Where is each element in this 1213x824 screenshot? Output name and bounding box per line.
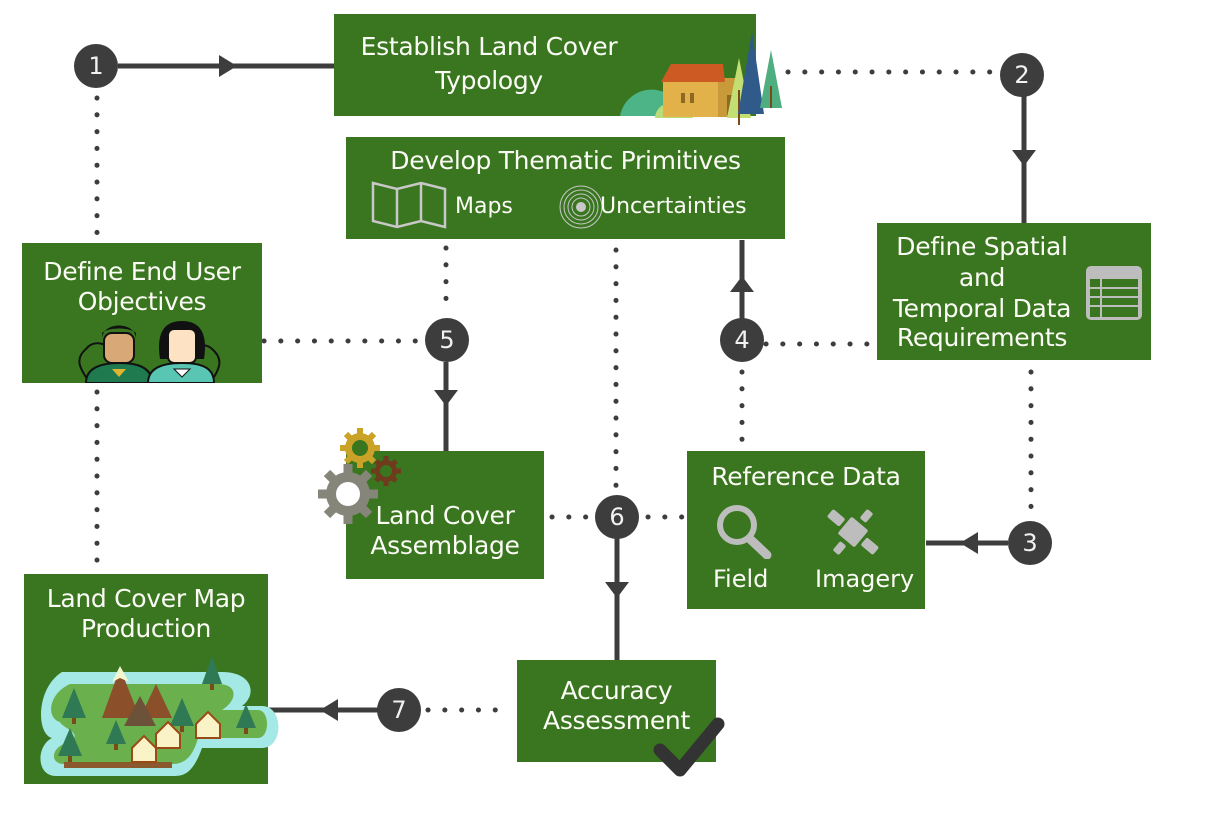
arrow-right-icon [219, 55, 237, 77]
node-end-user-objectives: Define End User Objectives [22, 243, 262, 383]
node-title: Accuracy [560, 676, 673, 705]
step-badge-7: 7 [377, 688, 421, 732]
node-title: Define Spatial [896, 232, 1068, 261]
node-accuracy-assessment: Accuracy Assessment [517, 660, 716, 762]
node-title: Reference Data [711, 462, 901, 491]
landscape-island-icon [40, 656, 279, 776]
arrow-left-icon [320, 699, 338, 721]
node-title: Typology [435, 66, 543, 95]
node-title: Assemblage [370, 531, 520, 560]
arrow-down-icon [1012, 150, 1036, 166]
node-reference-data: Reference Data Field Imagery [687, 451, 925, 609]
step-badge-1: 1 [74, 44, 118, 88]
magnifier-icon [717, 505, 772, 559]
node-title: Land Cover Map [46, 584, 246, 613]
checkmark-icon [653, 717, 725, 777]
node-title: Establish Land Cover [360, 32, 618, 61]
maps-label: Maps [455, 194, 513, 219]
arrow-left-icon [960, 532, 978, 554]
data-table-icon [1086, 266, 1142, 320]
folded-map-icon [371, 181, 447, 229]
arrow-down-icon [434, 390, 458, 406]
satellite-icon [827, 509, 879, 555]
node-title: Requirements [896, 323, 1068, 352]
field-label: Field [713, 565, 769, 593]
node-title: Temporal Data [892, 294, 1072, 323]
node-thematic-primitives: Develop Thematic Primitives Maps Uncerta… [346, 137, 785, 239]
uncertainties-label: Uncertainties [600, 194, 747, 219]
node-title: Production [80, 614, 211, 643]
node-title: Land Cover [375, 501, 515, 530]
gears-icon [318, 428, 401, 524]
uncertainty-target-icon [559, 185, 603, 229]
arrow-up-icon [730, 276, 754, 292]
node-spatial-temporal-requirements: Define Spatial and Temporal Data Require… [877, 223, 1151, 360]
node-title: Objectives [77, 287, 207, 316]
step-badge-2: 2 [1000, 53, 1044, 97]
step-badge-6: 6 [595, 495, 639, 539]
node-title: and [958, 263, 1006, 292]
step-badge-5: 5 [425, 318, 469, 362]
node-title: Define End User [43, 257, 241, 286]
arrow-down-icon [605, 582, 629, 598]
node-title: Assessment [543, 706, 690, 735]
users-icon [78, 321, 221, 383]
step-badge-4: 4 [720, 318, 764, 362]
node-title: Develop Thematic Primitives [390, 146, 741, 175]
step-badge-3: 3 [1008, 521, 1052, 565]
landscape-house-icon [620, 32, 782, 125]
imagery-label: Imagery [815, 565, 915, 593]
